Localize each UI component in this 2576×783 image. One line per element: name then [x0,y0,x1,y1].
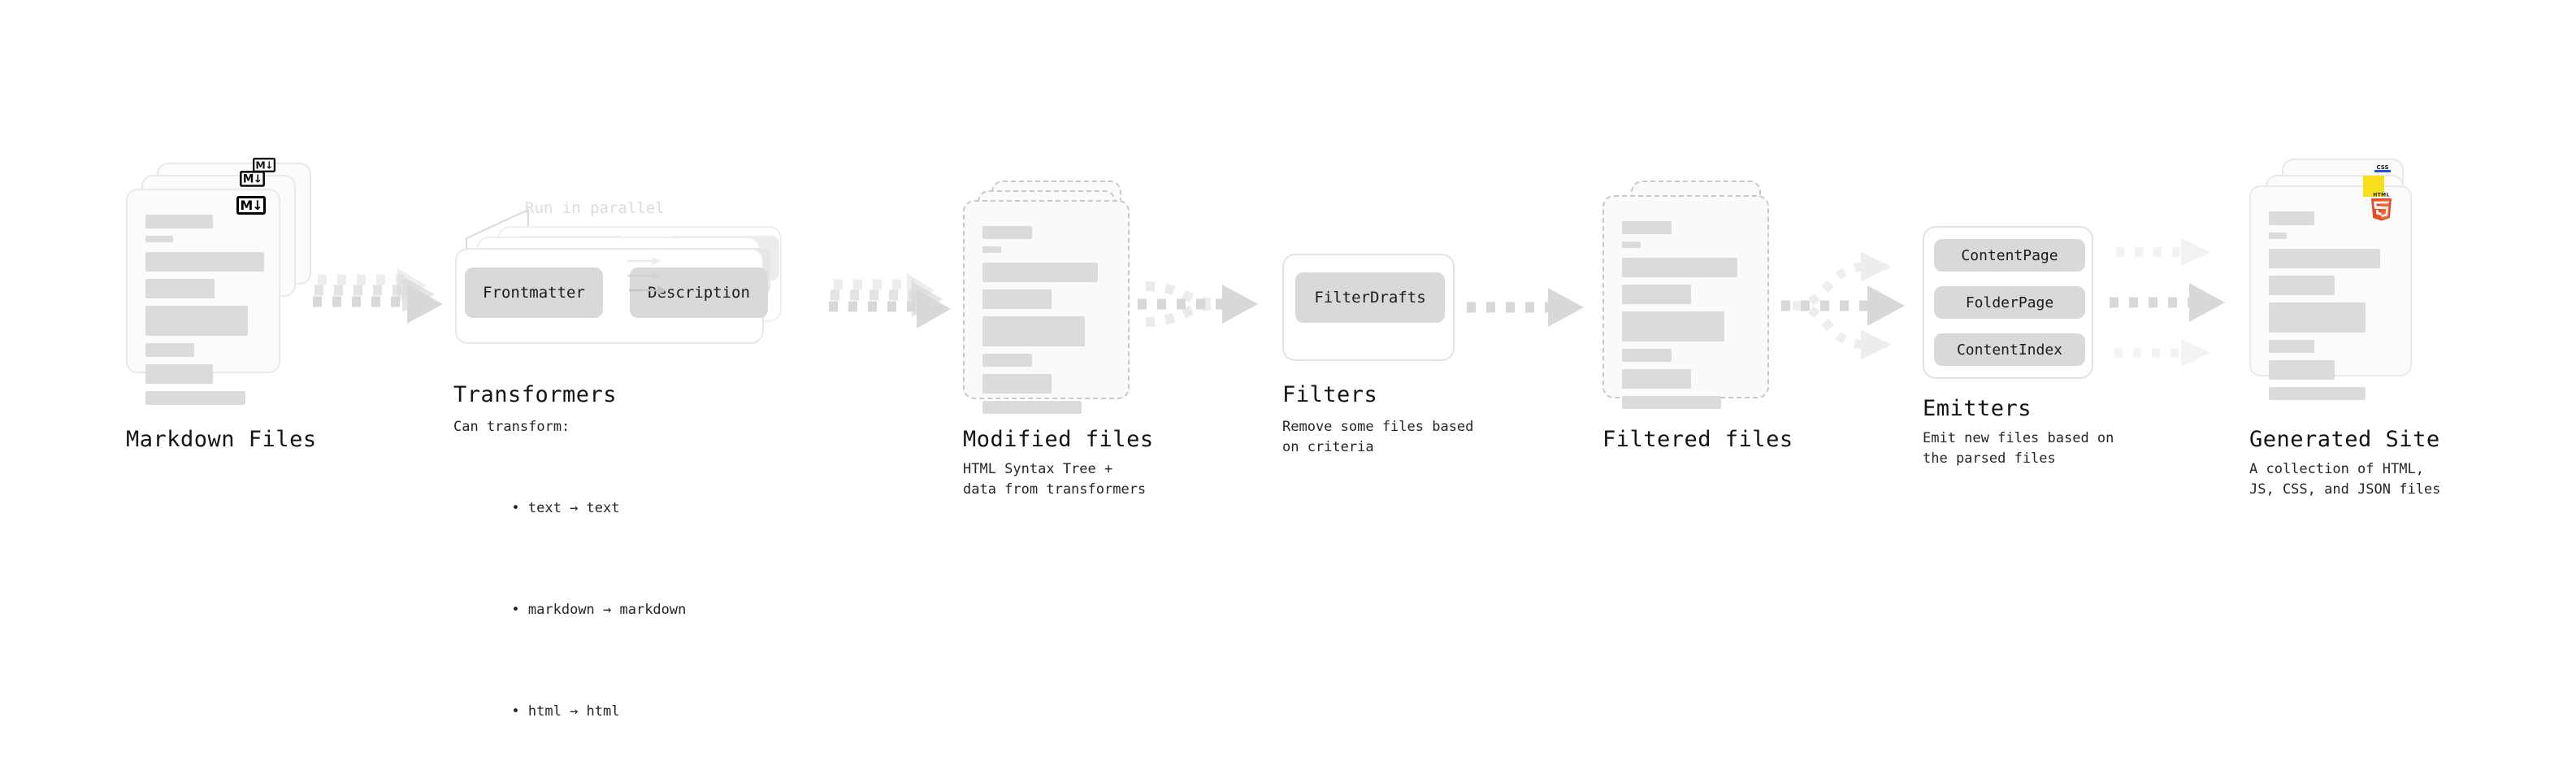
filter-chip-filterdrafts[interactable]: FilterDrafts [1295,272,1445,323]
generated-site-title: Generated Site [2249,427,2440,452]
filtered-doc-front [1602,195,1769,409]
svg-text:HTML: HTML [2373,193,2390,198]
filters-subtitle: Remove some files based on criteria [1282,419,1474,455]
filters-title: Filters [1282,382,1378,407]
run-in-parallel-label: Run in parallel [525,199,665,217]
transformers-bullet-2: • html → html [462,681,686,742]
site-doc-front [2249,185,2412,400]
markdown-doc-content [145,215,264,412]
arrow-emitters-to-site [2110,238,2225,367]
transformers-bullet-0: • text → text [462,478,686,539]
transformer-box-front: Frontmatter Description [455,248,768,344]
html5-icon: HTML [2368,191,2395,224]
modified-files-title: Modified files [963,427,1154,452]
javascript-icon [2363,176,2384,197]
transformers-title: Transformers [453,382,618,407]
bullet-dot-0: • [511,500,528,516]
generated-site-stack: CSS HTML [2249,159,2440,427]
generated-site-subtitle: A collection of HTML, JS, CSS, and JSON … [2249,461,2441,498]
bullet-dot-2: • [511,703,528,720]
bullet-dot-1: • [511,602,528,618]
markdown-icon-front: M↓ [236,196,266,215]
transformer-chip-frontmatter[interactable]: Frontmatter [465,268,603,318]
modified-files-stack [963,181,1138,441]
transformers-subtitle: Can transform: [453,419,570,435]
emitter-chip-contentpage[interactable]: ContentPage [1934,239,2085,272]
emitters-box: ContentPage FolderPage ContentIndex [1923,226,2093,379]
css-icon: CSS [2373,161,2392,174]
emitter-chip-contentindex[interactable]: ContentIndex [1934,333,2085,366]
transformers-group: Frontmatter Description [455,226,796,344]
modified-doc-content [982,226,1113,421]
filtered-doc-content [1622,221,1753,416]
pipeline-diagram: M↓ M↓ M↓ Markdown Files Run in parallel [126,158,2441,720]
transformers-bullet-1: • markdown → markdown [462,580,686,641]
markdown-doc-front [126,189,280,405]
modified-files-subtitle: HTML Syntax Tree + data from transformer… [963,461,1147,498]
emitters-subtitle: Emit new files based on the parsed files [1923,430,2114,467]
emitter-chip-folderpage[interactable]: FolderPage [1934,286,2085,319]
transformers-bullets: • text → text • markdown → markdown • ht… [462,437,686,783]
transformer-inner-arrows [627,257,666,295]
svg-text:CSS: CSS [2376,164,2388,171]
site-doc-content [2269,211,2396,407]
filtered-files-stack [1602,181,1777,441]
arrow-filtered-to-emitters [1781,252,1905,359]
arrow-markdown-to-transformers [313,268,443,324]
filtered-files-title: Filtered files [1602,427,1793,452]
arrow-transformers-to-modified [829,273,951,328]
filters-box: FilterDrafts [1282,254,1455,361]
emitters-title: Emitters [1923,396,2032,421]
modified-doc-front [963,200,1130,414]
markdown-files-title: Markdown Files [126,427,317,452]
markdown-icon-back-1: M↓ [240,171,265,187]
arrow-modified-to-filters [1138,281,1258,327]
markdown-files-stack: M↓ M↓ M↓ [126,158,317,423]
arrow-filters-to-filtered [1467,288,1584,327]
